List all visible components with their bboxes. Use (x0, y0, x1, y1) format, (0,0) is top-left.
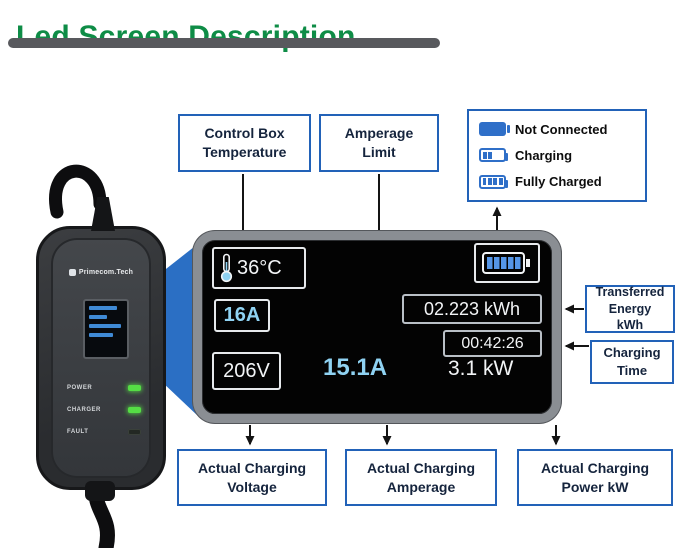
legend-row-charging: Charging (479, 148, 635, 163)
led-row-charger: CHARGER (67, 399, 141, 421)
battery-not-connected-icon (479, 122, 510, 137)
transferred-energy-readout: 02.223 kWh (402, 294, 542, 324)
battery-cell (493, 178, 498, 186)
callout-actual-charging-amperage: Actual Charging Amperage (345, 449, 497, 506)
led-indicator-panel: POWER CHARGER FAULT (67, 377, 141, 443)
callout-label: Charging Time (603, 345, 661, 378)
temperature-readout: 36°C (212, 247, 306, 289)
battery-legend: Not Connected Charging Fully Charged (467, 109, 647, 202)
led-row-power: POWER (67, 377, 141, 399)
thermometer-icon (220, 253, 233, 283)
temperature-value: 36°C (237, 256, 282, 279)
charger-control-box: Primecom.Tech POWER CHARGER FAULT (36, 197, 166, 501)
led-screen: 36°C 16A 02.223 kWh 00:42:26 206V 15.1A (193, 231, 561, 423)
battery-status-readout (474, 243, 540, 283)
amperage-limit-readout: 16A (214, 299, 270, 332)
led-row-fault: FAULT (67, 421, 141, 443)
title-underline-bar (8, 38, 440, 48)
brand-row: Primecom.Tech (39, 269, 163, 276)
mini-screen-content (89, 333, 113, 337)
charger-led-icon (128, 407, 141, 413)
callout-label: Actual Charging Power kW (540, 459, 650, 495)
battery-cell (487, 178, 492, 186)
power-led-icon (128, 385, 141, 391)
bottom-cable-boot (85, 481, 115, 501)
callout-label: Actual Charging Amperage (366, 459, 476, 495)
callout-transferred-energy: Transferred Energy kWh (585, 285, 675, 333)
device-mini-screen (83, 299, 129, 359)
charging-time-readout: 00:42:26 (443, 330, 542, 357)
callout-label: Transferred Energy kWh (595, 284, 665, 333)
power-readout: 3.1 kW (448, 357, 514, 380)
fault-led-icon (128, 429, 141, 435)
callout-control-box-temperature: Control Box Temperature (178, 114, 311, 172)
charging-time-value: 00:42:26 (461, 334, 524, 352)
callout-actual-charging-power: Actual Charging Power kW (517, 449, 673, 506)
battery-cell (498, 178, 503, 186)
callout-label: Actual Charging Voltage (197, 459, 307, 495)
amperage-limit-value: 16A (223, 304, 261, 326)
amperage-readout: 15.1A (323, 354, 388, 381)
battery-cell (482, 151, 487, 159)
brand-name: Primecom.Tech (78, 269, 134, 276)
battery-icon (482, 252, 530, 274)
battery-cell (488, 151, 492, 159)
mini-screen-content (89, 315, 107, 319)
voltage-value: 206V (223, 359, 270, 382)
fault-led-label: FAULT (67, 429, 89, 435)
mini-screen-content (89, 306, 117, 310)
callout-amperage-limit: Amperage Limit (319, 114, 439, 172)
battery-cell (482, 178, 487, 186)
callout-label: Control Box Temperature (202, 125, 287, 160)
mini-screen-content (89, 324, 121, 328)
callout-charging-time: Charging Time (590, 340, 674, 384)
top-cable (49, 164, 107, 219)
cable-strain-relief (91, 197, 115, 231)
legend-label: Charging (515, 147, 573, 163)
charger-led-label: CHARGER (67, 407, 101, 413)
power-led-label: POWER (67, 385, 93, 391)
callout-actual-charging-voltage: Actual Charging Voltage (177, 449, 327, 506)
legend-label: Not Connected (515, 121, 608, 137)
legend-row-fully-charged: Fully Charged (479, 174, 635, 189)
callout-label: Amperage Limit (344, 125, 414, 160)
voltage-readout: 206V (212, 352, 281, 390)
battery-charging-icon (479, 148, 508, 163)
battery-fully-charged-icon (479, 174, 508, 189)
legend-label: Fully Charged (515, 174, 602, 190)
transferred-energy-value: 02.223 kWh (423, 298, 521, 319)
brand-logo-icon (68, 269, 76, 276)
legend-row-not-connected: Not Connected (479, 122, 635, 137)
